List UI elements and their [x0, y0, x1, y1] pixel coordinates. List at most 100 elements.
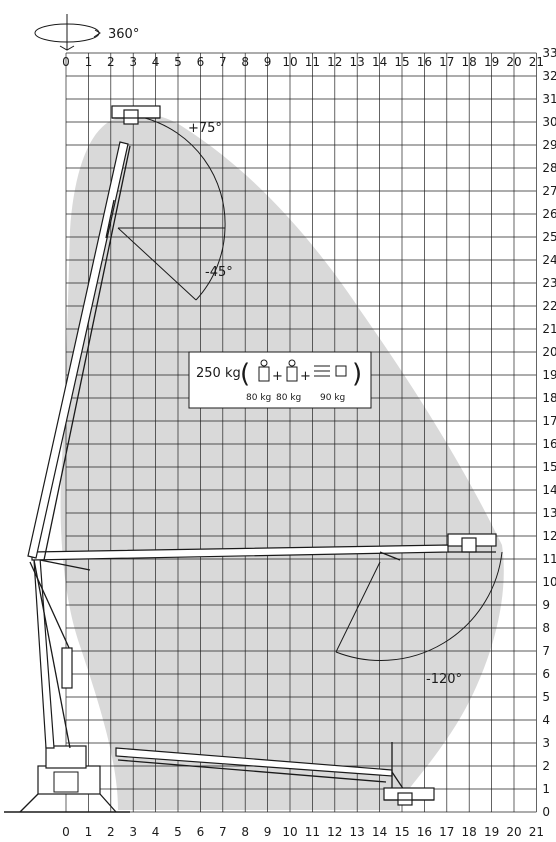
basket-top [111, 105, 161, 125]
boom-vertical [27, 141, 131, 561]
x-tick-label: 18 [462, 825, 477, 839]
x-tick-label: 17 [439, 55, 454, 69]
y-tick-label: 5 [542, 690, 550, 704]
y-tick-label: 11 [542, 552, 556, 566]
y-tick-label: 20 [542, 345, 556, 359]
angle-minus-label: -45° [205, 265, 233, 280]
x-tick-label: 7 [219, 55, 227, 69]
x-tick-label: 11 [305, 825, 320, 839]
y-tick-label: 26 [542, 207, 556, 221]
y-tick-label: 16 [542, 437, 556, 451]
y-tick-label: 14 [542, 483, 556, 497]
x-tick-label: 3 [129, 825, 137, 839]
y-tick-label: 9 [542, 598, 550, 612]
angle-upper: +75° -45° [117, 117, 233, 301]
y-tick-label: 18 [542, 391, 556, 405]
x-tick-label: 8 [241, 55, 249, 69]
y-tick-label: 17 [542, 414, 556, 428]
load-tools: 90 kg [320, 393, 345, 403]
angle-plus-label: +75° [188, 121, 222, 136]
x-tick-label: 2 [107, 825, 115, 839]
x-tick-label: 12 [327, 825, 342, 839]
svg-text:(: ( [240, 359, 250, 389]
y-tick-label: 30 [542, 115, 556, 129]
x-tick-label: 20 [506, 825, 521, 839]
x-tick-label: 9 [264, 825, 272, 839]
x-tick-label: 17 [439, 825, 454, 839]
angle-jib-label: -120° [426, 672, 462, 687]
y-tick-label: 19 [542, 368, 556, 382]
x-tick-label: 10 [282, 825, 297, 839]
svg-text:+: + [272, 369, 283, 384]
x-tick-label: 11 [305, 55, 320, 69]
x-tick-label: 6 [197, 825, 205, 839]
y-tick-label: 15 [542, 460, 556, 474]
y-tick-label: 25 [542, 230, 556, 244]
rotation-symbol: 360° [34, 14, 139, 51]
y-tick-label: 1 [542, 782, 550, 796]
x-tick-label: 14 [372, 825, 387, 839]
y-tick-label: 31 [542, 92, 556, 106]
y-tick-label: 13 [542, 506, 556, 520]
articulated-arms [29, 557, 73, 749]
x-tick-label: 7 [219, 825, 227, 839]
rotation-label: 360° [108, 27, 139, 42]
load-total: 250 kg [196, 366, 241, 381]
x-tick-label: 18 [462, 55, 477, 69]
x-tick-label: 6 [197, 55, 205, 69]
grid [65, 52, 537, 813]
y-tick-label: 28 [542, 161, 556, 175]
load-person2: 80 kg [276, 393, 301, 403]
y-tick-label: 12 [542, 529, 556, 543]
x-tick-label: 10 [282, 55, 297, 69]
x-tick-label: 13 [350, 825, 365, 839]
y-tick-label: 32 [542, 69, 556, 83]
x-tick-label: 20 [506, 55, 521, 69]
x-tick-label: 5 [174, 55, 182, 69]
basket-low [383, 787, 435, 806]
y-tick-label: 2 [542, 759, 550, 773]
x-tick-label: 2 [107, 55, 115, 69]
y-tick-label: 24 [542, 253, 556, 267]
x-tick-label: 4 [152, 55, 160, 69]
y-tick-label: 29 [542, 138, 556, 152]
x-tick-label: 13 [350, 55, 365, 69]
x-tick-label: 16 [417, 825, 432, 839]
x-tick-label: 1 [85, 55, 93, 69]
y-tick-label: 8 [542, 621, 550, 635]
working-envelope [60, 114, 504, 811]
x-tick-label: 19 [484, 825, 499, 839]
x-tick-label: 21 [529, 55, 544, 69]
svg-text:+: + [300, 369, 311, 384]
y-tick-label: 33 [542, 46, 556, 60]
load-box: 250 kg ( + + ) 80 kg 80 kg 90 kg [188, 351, 372, 409]
x-tick-label: 3 [129, 55, 137, 69]
x-tick-label: 14 [372, 55, 387, 69]
load-person1: 80 kg [246, 393, 271, 403]
y-tick-label: 0 [542, 805, 550, 819]
y-tick-label: 22 [542, 299, 556, 313]
x-tick-label: 0 [62, 55, 70, 69]
x-tick-label: 4 [152, 825, 160, 839]
person-icon [286, 359, 298, 382]
lower-boom-low [115, 742, 405, 791]
y-tick-label: 7 [542, 644, 550, 658]
y-tick-label: 3 [542, 736, 550, 750]
x-tick-label: 16 [417, 55, 432, 69]
x-tick-label: 9 [264, 55, 272, 69]
person-icon [258, 359, 270, 382]
x-tick-label: 15 [394, 825, 409, 839]
x-tick-label: 12 [327, 55, 342, 69]
x-tick-label: 5 [174, 825, 182, 839]
x-tick-label: 1 [85, 825, 93, 839]
basket-horizontal [447, 533, 497, 553]
x-tick-label: 19 [484, 55, 499, 69]
machine-base [4, 745, 130, 813]
svg-text:): ) [352, 359, 362, 389]
x-tick-label: 21 [529, 825, 544, 839]
x-tick-label: 15 [394, 55, 409, 69]
angle-jib: -120° [335, 551, 503, 687]
